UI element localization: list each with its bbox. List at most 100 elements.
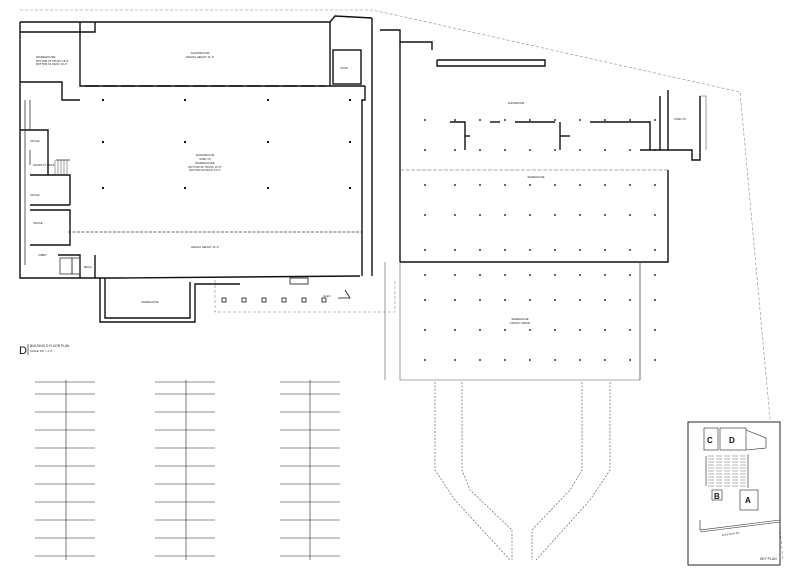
label-showroom-right: SHOWROOM — [508, 101, 524, 105]
label-warehouse-left: WAREHOUSE — [36, 55, 56, 59]
column-marker — [654, 214, 656, 216]
column-marker — [424, 359, 426, 361]
label-stairs: STAIRS TO MEZZ — [33, 163, 55, 167]
column-marker — [654, 119, 656, 121]
column-marker — [102, 141, 104, 143]
label-office-2: OFFICE — [30, 193, 40, 197]
label-mech: MECH — [84, 265, 92, 269]
columns-right — [424, 119, 656, 361]
column-marker — [629, 184, 631, 186]
column-marker — [504, 214, 506, 216]
column-marker — [504, 119, 506, 121]
column-marker — [654, 274, 656, 276]
key-plan-title: KEY PLAN — [760, 557, 777, 561]
column-marker — [579, 214, 581, 216]
label-showroom-lower: CEILING HEIGHT: 11'-0" — [191, 245, 220, 249]
column-marker — [424, 184, 426, 186]
column-marker — [504, 249, 506, 251]
column-marker — [424, 214, 426, 216]
column-marker — [479, 329, 481, 331]
column-marker — [629, 119, 631, 121]
column-marker — [424, 249, 426, 251]
column-marker — [424, 299, 426, 301]
column-marker — [454, 149, 456, 151]
column-marker — [504, 359, 506, 361]
column-marker — [604, 249, 606, 251]
column-marker — [479, 299, 481, 301]
label-showroom-top: SHOWROOM — [191, 51, 210, 55]
label-elevator: ELEV — [324, 294, 331, 298]
label-showroom-main-2: WAREHOUSE — [195, 161, 215, 165]
column-marker — [267, 99, 269, 101]
column-marker — [424, 119, 426, 121]
column-marker — [604, 184, 606, 186]
column-marker — [529, 299, 531, 301]
column-marker — [654, 359, 656, 361]
column-marker — [424, 329, 426, 331]
building-right-thin — [384, 95, 707, 381]
column-marker — [579, 329, 581, 331]
column-marker — [629, 329, 631, 331]
plan-title-scale: SCALE: 1/8" = 1'-0" — [30, 349, 53, 353]
label-showroom-main-note: OPEN TO — [199, 157, 211, 161]
column-marker — [454, 359, 456, 361]
column-marker — [629, 299, 631, 301]
column-marker — [504, 329, 506, 331]
column-marker — [504, 299, 506, 301]
column-marker — [454, 249, 456, 251]
column-marker — [349, 187, 351, 189]
column-marker — [554, 214, 556, 216]
column-marker — [579, 149, 581, 151]
column-marker — [629, 359, 631, 361]
column-marker — [604, 329, 606, 331]
column-marker — [554, 119, 556, 121]
key-plan-road: BUDLEIGH RD — [722, 531, 740, 537]
column-marker — [479, 149, 481, 151]
column-marker — [579, 249, 581, 251]
column-marker — [629, 214, 631, 216]
column-marker — [529, 184, 531, 186]
label-showroom-right-note: OPEN TO — [674, 117, 686, 121]
column-marker — [629, 274, 631, 276]
column-marker — [554, 359, 556, 361]
column-marker — [184, 187, 186, 189]
column-marker — [349, 99, 351, 101]
front-piers — [221, 277, 351, 303]
column-marker — [604, 119, 606, 121]
key-plan-frame — [687, 421, 781, 566]
column-marker — [424, 274, 426, 276]
front-canopy — [214, 280, 396, 313]
column-marker — [102, 187, 104, 189]
column-marker — [454, 119, 456, 121]
column-marker — [579, 119, 581, 121]
label-lobby: LOBBY — [38, 253, 47, 257]
column-marker — [654, 149, 656, 151]
label-warehouse-canopy-note: CANOPY ABOVE — [510, 321, 531, 325]
column-marker — [654, 249, 656, 251]
plan-title-name: BUILDING D FLOOR PLAN — [30, 344, 70, 348]
column-marker — [454, 274, 456, 276]
label-showroom-main: SHOWROOM — [196, 153, 215, 157]
column-marker — [529, 249, 531, 251]
columns-left — [102, 99, 351, 189]
column-marker — [479, 274, 481, 276]
column-marker — [479, 184, 481, 186]
key-letter-a: A — [745, 496, 751, 505]
plan-title-letter: D — [19, 345, 27, 357]
column-marker — [629, 249, 631, 251]
column-marker — [654, 329, 656, 331]
column-marker — [529, 329, 531, 331]
building-right-walls — [371, 18, 701, 276]
column-marker — [529, 214, 531, 216]
column-marker — [579, 184, 581, 186]
column-marker — [654, 184, 656, 186]
key-letter-b: B — [714, 492, 720, 501]
column-marker — [629, 149, 631, 151]
column-marker — [504, 149, 506, 151]
column-marker — [554, 149, 556, 151]
label-showroom-main-note3: BOTTOM OF DECK: 19'-0" — [189, 168, 220, 172]
label-warehouse-left-note2: BOTTOM OF DECK: 19'-0" — [36, 62, 67, 66]
label-warehouse-front: WAREHOUSE — [142, 300, 159, 304]
key-plan: C D B A BUDLEIGH RD KEY PLAN — [687, 421, 781, 566]
